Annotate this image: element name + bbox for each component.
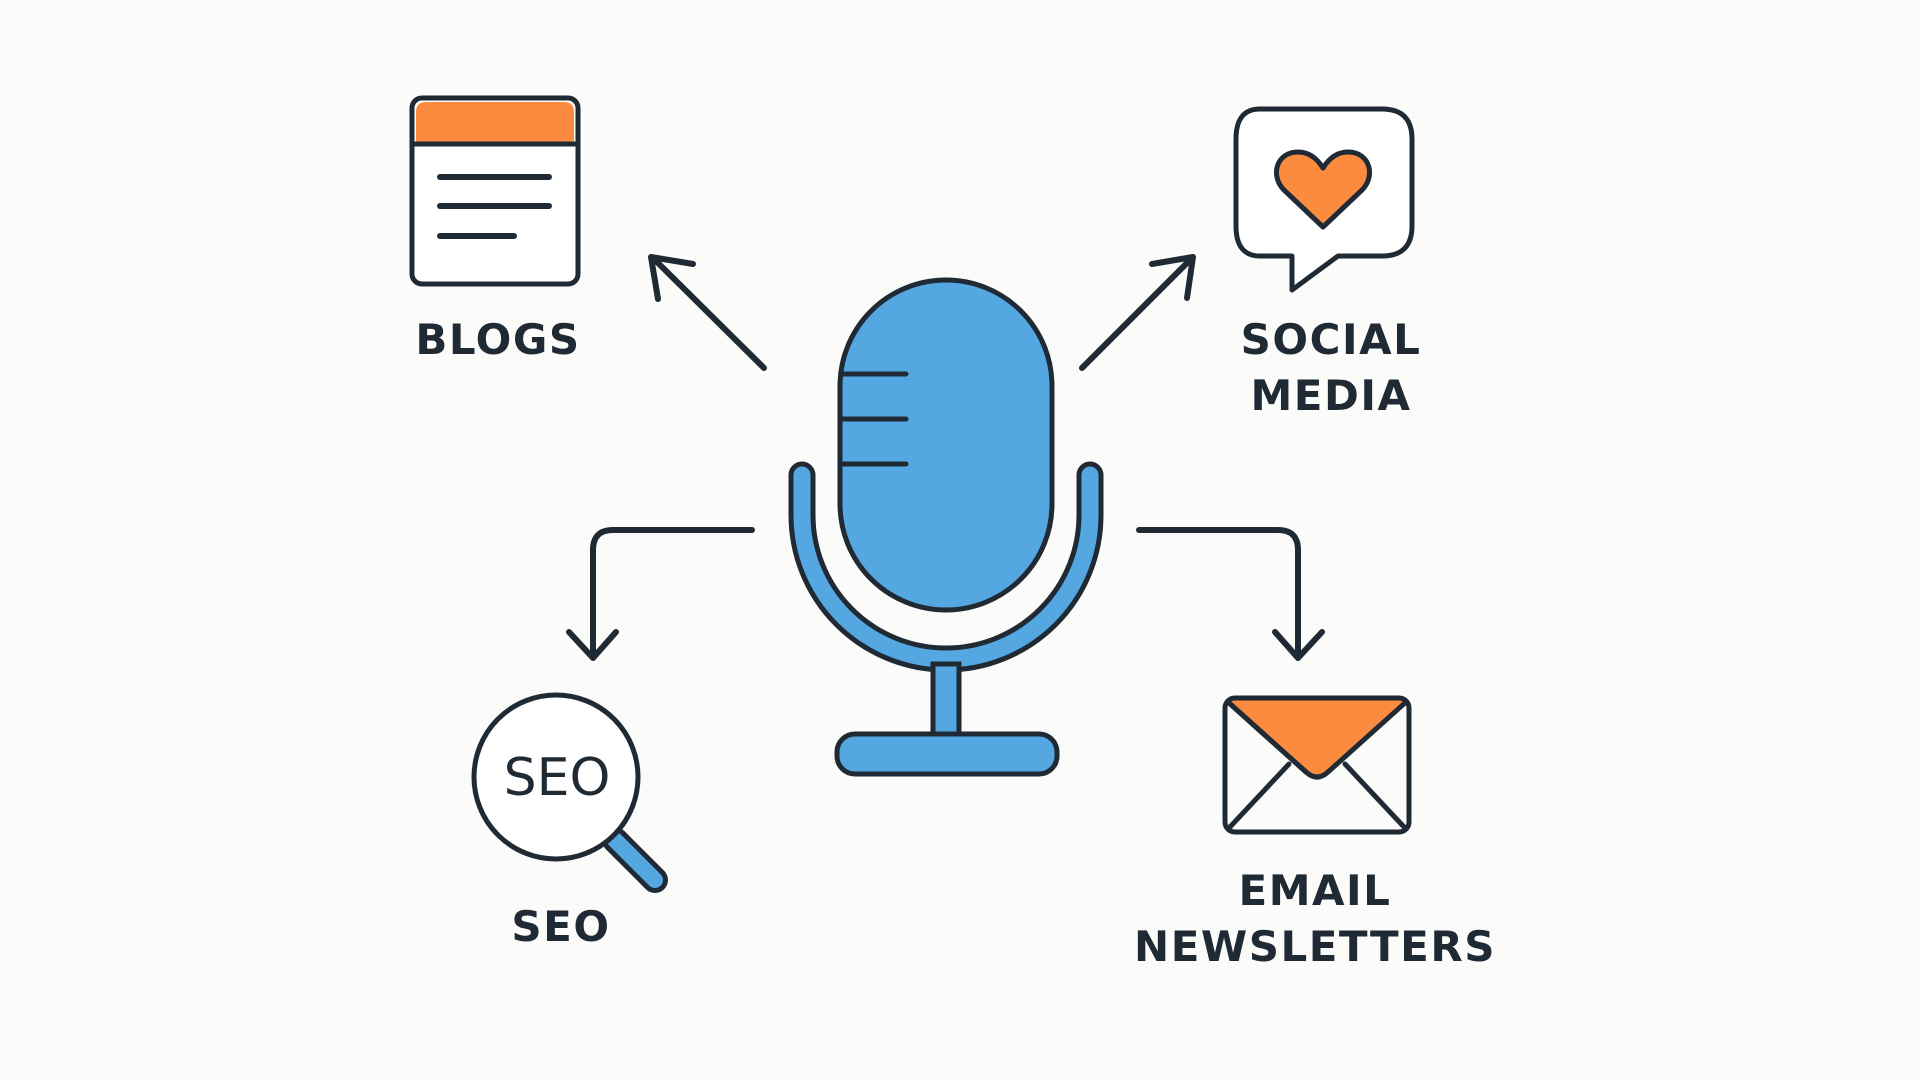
arrow-to-seo (566, 527, 755, 661)
social-media-label-line-1: SOCIAL (1240, 315, 1422, 364)
seo-label: SEO (511, 899, 610, 955)
arrow-to-blogs (648, 254, 767, 371)
heart-speech-bubble-icon (1233, 106, 1415, 293)
seo-icon-text: SEO (504, 748, 611, 808)
arrow-to-email-newsletters (1136, 527, 1325, 661)
blogs-label-line-1: BLOGS (415, 315, 581, 364)
microphone-grille-lines (839, 371, 909, 467)
email-newsletters-label-line-1: EMAIL (1238, 866, 1392, 915)
envelope-icon (1222, 695, 1412, 835)
seo-magnifier-icon: SEO (471, 692, 668, 893)
microphone-icon (788, 277, 1104, 777)
seo-label-line-1: SEO (511, 902, 611, 951)
email-newsletters-label: EMAIL NEWSLETTERS (1134, 863, 1496, 975)
email-newsletters-label-line-2: NEWSLETTERS (1134, 922, 1496, 971)
social-media-label-line-2: MEDIA (1250, 371, 1412, 420)
arrow-to-social-media (1079, 254, 1196, 371)
social-media-label: SOCIAL MEDIA (1241, 312, 1422, 424)
blogs-label: BLOGS (415, 312, 580, 368)
blog-page-icon (409, 95, 581, 287)
